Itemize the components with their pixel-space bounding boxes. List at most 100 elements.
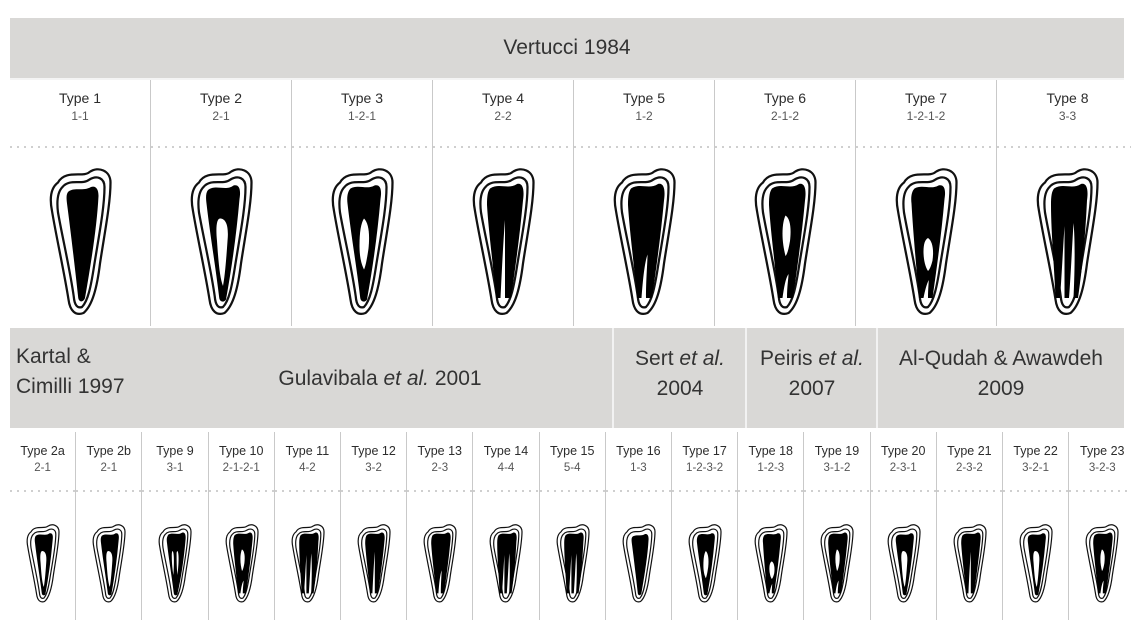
dotted-divider bbox=[997, 146, 1131, 148]
extended-type-cell: Type 18 1-2-3 bbox=[738, 432, 804, 620]
tooth-diagram-icon bbox=[884, 512, 924, 614]
tooth-diagram-icon bbox=[222, 512, 262, 614]
extended-type-cell: Type 14 4-4 bbox=[473, 432, 539, 620]
vertucci-type-cell: Type 1 1-1 bbox=[10, 80, 151, 326]
dotted-divider bbox=[715, 146, 855, 148]
type-code: 1-1 bbox=[10, 109, 150, 123]
tooth-diagram-icon bbox=[619, 512, 659, 614]
type-name: Type 15 bbox=[540, 444, 605, 458]
extended-type-cell: Type 2a 2-1 bbox=[10, 432, 76, 620]
type-code: 1-2-1-2 bbox=[856, 109, 996, 123]
tooth-diagram-icon bbox=[89, 512, 129, 614]
dotted-divider bbox=[1069, 490, 1131, 492]
extended-type-cell: Type 10 2-1-2-1 bbox=[209, 432, 275, 620]
type-code: 2-1 bbox=[76, 462, 141, 474]
type-name: Type 2b bbox=[76, 444, 141, 458]
dotted-divider bbox=[292, 146, 432, 148]
type-name: Type 4 bbox=[433, 90, 573, 106]
vertucci-type-cell: Type 7 1-2-1-2 bbox=[856, 80, 997, 326]
type-code: 2-3-2 bbox=[937, 462, 1002, 474]
dotted-divider bbox=[275, 490, 340, 492]
dotted-divider bbox=[672, 490, 737, 492]
dotted-divider bbox=[1003, 490, 1068, 492]
type-name: Type 3 bbox=[292, 90, 432, 106]
dotted-divider bbox=[540, 490, 605, 492]
dotted-divider bbox=[574, 146, 714, 148]
tooth-diagram-icon bbox=[466, 166, 541, 316]
group-peiris-label: Peiris et al.2007 bbox=[747, 344, 877, 404]
type-code: 3-2-1 bbox=[1003, 462, 1068, 474]
extended-type-cell: Type 22 3-2-1 bbox=[1003, 432, 1069, 620]
type-name: Type 1 bbox=[10, 90, 150, 106]
type-code: 2-2 bbox=[433, 109, 573, 123]
dotted-divider bbox=[151, 146, 291, 148]
type-code: 3-1-2 bbox=[804, 462, 869, 474]
tooth-diagram-icon bbox=[1030, 166, 1105, 316]
tooth-diagram-icon bbox=[607, 166, 682, 316]
tooth-diagram-icon bbox=[950, 512, 990, 614]
type-code: 2-1-2-1 bbox=[209, 462, 274, 474]
vertucci-type-cell: Type 5 1-2 bbox=[574, 80, 715, 326]
vertucci-type-cell: Type 2 2-1 bbox=[151, 80, 292, 326]
type-code: 3-2 bbox=[341, 462, 406, 474]
type-name: Type 9 bbox=[142, 444, 207, 458]
type-code: 3-1 bbox=[142, 462, 207, 474]
type-name: Type 2a bbox=[10, 444, 75, 458]
tooth-diagram-icon bbox=[1082, 512, 1122, 614]
dotted-divider bbox=[433, 146, 573, 148]
type-name: Type 12 bbox=[341, 444, 406, 458]
type-name: Type 8 bbox=[997, 90, 1131, 106]
tooth-diagram-icon bbox=[1016, 512, 1056, 614]
tooth-diagram-icon bbox=[748, 166, 823, 316]
dotted-divider bbox=[871, 490, 936, 492]
tooth-diagram-icon bbox=[751, 512, 791, 614]
type-code: 5-4 bbox=[540, 462, 605, 474]
type-name: Type 18 bbox=[738, 444, 803, 458]
type-name: Type 13 bbox=[407, 444, 472, 458]
vertucci-title: Vertucci 1984 bbox=[10, 33, 1124, 63]
type-code: 2-3-1 bbox=[871, 462, 936, 474]
type-code: 1-2-3-2 bbox=[672, 462, 737, 474]
extended-type-cell: Type 13 2-3 bbox=[407, 432, 473, 620]
dotted-divider bbox=[209, 490, 274, 492]
type-name: Type 20 bbox=[871, 444, 936, 458]
extended-type-cell: Type 9 3-1 bbox=[142, 432, 208, 620]
tooth-diagram-icon bbox=[23, 512, 63, 614]
dotted-divider bbox=[473, 490, 538, 492]
extended-type-cell: Type 2b 2-1 bbox=[76, 432, 142, 620]
dotted-divider bbox=[142, 490, 207, 492]
tooth-diagram-icon bbox=[817, 512, 857, 614]
extended-type-cell: Type 21 2-3-2 bbox=[937, 432, 1003, 620]
tooth-diagram-icon bbox=[889, 166, 964, 316]
tooth-diagram-icon bbox=[184, 166, 259, 316]
type-name: Type 22 bbox=[1003, 444, 1068, 458]
type-name: Type 2 bbox=[151, 90, 291, 106]
type-code: 2-3 bbox=[407, 462, 472, 474]
type-name: Type 10 bbox=[209, 444, 274, 458]
type-code: 1-2 bbox=[574, 109, 714, 123]
tooth-diagram-icon bbox=[486, 512, 526, 614]
vertucci-type-cell: Type 3 1-2-1 bbox=[292, 80, 433, 326]
extended-type-cell: Type 11 4-2 bbox=[275, 432, 341, 620]
type-code: 2-1 bbox=[151, 109, 291, 123]
type-name: Type 14 bbox=[473, 444, 538, 458]
type-name: Type 16 bbox=[606, 444, 671, 458]
type-code: 2-1-2 bbox=[715, 109, 855, 123]
vertucci-type-cell: Type 8 3-3 bbox=[997, 80, 1131, 326]
tooth-diagram-icon bbox=[685, 512, 725, 614]
extended-type-cell: Type 16 1-3 bbox=[606, 432, 672, 620]
tooth-diagram-icon bbox=[43, 166, 118, 316]
type-name: Type 23 bbox=[1069, 444, 1131, 458]
vertucci-type-cell: Type 4 2-2 bbox=[433, 80, 574, 326]
type-name: Type 21 bbox=[937, 444, 1002, 458]
tooth-diagram-icon bbox=[553, 512, 593, 614]
dotted-divider bbox=[76, 490, 141, 492]
extended-type-cell: Type 12 3-2 bbox=[341, 432, 407, 620]
dotted-divider bbox=[10, 146, 150, 148]
type-code: 1-2-1 bbox=[292, 109, 432, 123]
type-code: 2-1 bbox=[10, 462, 75, 474]
dotted-divider bbox=[341, 490, 406, 492]
type-name: Type 11 bbox=[275, 444, 340, 458]
dotted-divider bbox=[804, 490, 869, 492]
